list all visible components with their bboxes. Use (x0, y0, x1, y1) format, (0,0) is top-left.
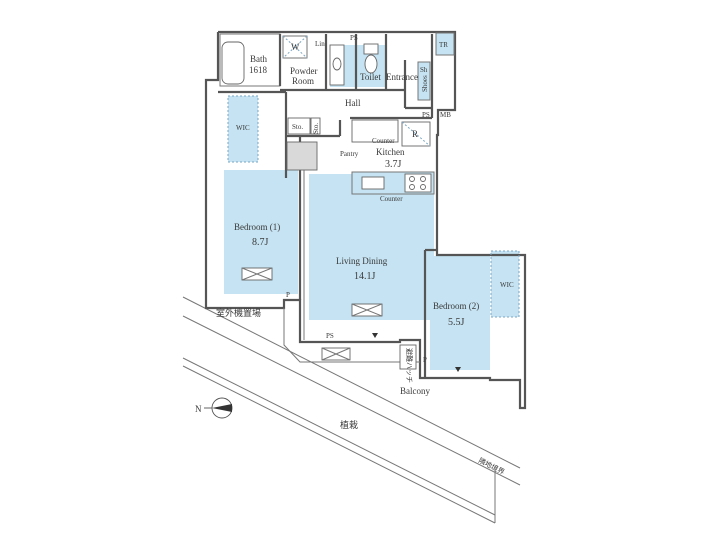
sh-label: Sh (420, 66, 428, 74)
kitchen-sink (361, 176, 385, 190)
window-arrow-living (372, 333, 378, 338)
powder-label-1: Powder (290, 66, 318, 76)
bedroom-2-label: Bedroom (2) (433, 301, 479, 311)
p-label-1: P (286, 291, 290, 299)
ps-label-bottom: PS (326, 332, 334, 340)
pantry-counter (351, 119, 399, 143)
wic-1-floor (228, 96, 258, 162)
wic-2-floor (491, 251, 519, 317)
wic-1-label: WIC (236, 124, 250, 132)
counter-label-2: Counter (380, 195, 403, 203)
hatch-label: 避難ハッチ (405, 348, 414, 383)
kitchen-label: Kitchen (376, 147, 405, 157)
bedroom-1-label: Bedroom (1) (234, 222, 280, 232)
walls (204, 30, 527, 410)
north-arrow (204, 397, 233, 419)
hall-label: Hall (345, 98, 361, 108)
bedroom-2-floor (430, 256, 490, 370)
lin-label: Lin (315, 40, 325, 48)
shoes-cabinet (417, 61, 431, 101)
sto-box-1 (287, 117, 311, 135)
living-dining-label: Living Dining (336, 256, 388, 266)
powder-label-2: Room (292, 76, 314, 86)
bath-label: Bath (250, 54, 267, 64)
shoes-label: Shoes (421, 75, 429, 92)
bedroom-2-size: 5.5J (448, 317, 465, 328)
counter-label-1: Counter (372, 137, 395, 145)
tr-box (435, 32, 455, 56)
room-fills (224, 33, 519, 370)
pantry-label: Pantry (340, 150, 359, 158)
tr-label: TR (439, 41, 448, 49)
toilet-label: Toilet (360, 72, 381, 82)
window-arrow-bed2 (455, 367, 461, 372)
kitchen-size: 3.7J (385, 159, 402, 170)
bedroom-1-size: 8.7J (252, 237, 269, 248)
evac-hatch (399, 344, 417, 370)
sto-box-2 (310, 117, 321, 135)
outdoor-unit-label: 室外機置場 (216, 307, 261, 318)
mb-label: MB (440, 111, 451, 119)
bathtub (221, 41, 245, 85)
fixtures (221, 32, 520, 372)
column (286, 141, 318, 171)
bath-size: 1618 (249, 65, 268, 75)
ps-label-right: PS (422, 111, 430, 119)
r-label: R (412, 129, 418, 139)
ps-label-top: PS (350, 34, 358, 42)
sto-label-1: Sto. (292, 123, 303, 131)
balcony-label: Balcony (400, 386, 430, 396)
toilet-fixture (363, 43, 379, 55)
stove (404, 173, 432, 193)
living-dining-size: 14.1J (354, 271, 376, 282)
sto-label-2: Sto. (312, 123, 320, 134)
planting-label: 植栽 (340, 419, 358, 430)
shoes-floor (418, 62, 430, 100)
p-label-2: P (423, 356, 427, 364)
tr-floor (436, 33, 454, 55)
labels: Bath 1618 W Lin PS Powder Room Toilet En… (195, 34, 514, 476)
entrance-label: Entrance (386, 72, 418, 82)
washer-label: W (291, 42, 300, 52)
north-label: N (195, 404, 202, 414)
wic-2-label: WIC (500, 281, 514, 289)
fridge (401, 121, 431, 147)
site-boundary-lines (182, 296, 521, 524)
